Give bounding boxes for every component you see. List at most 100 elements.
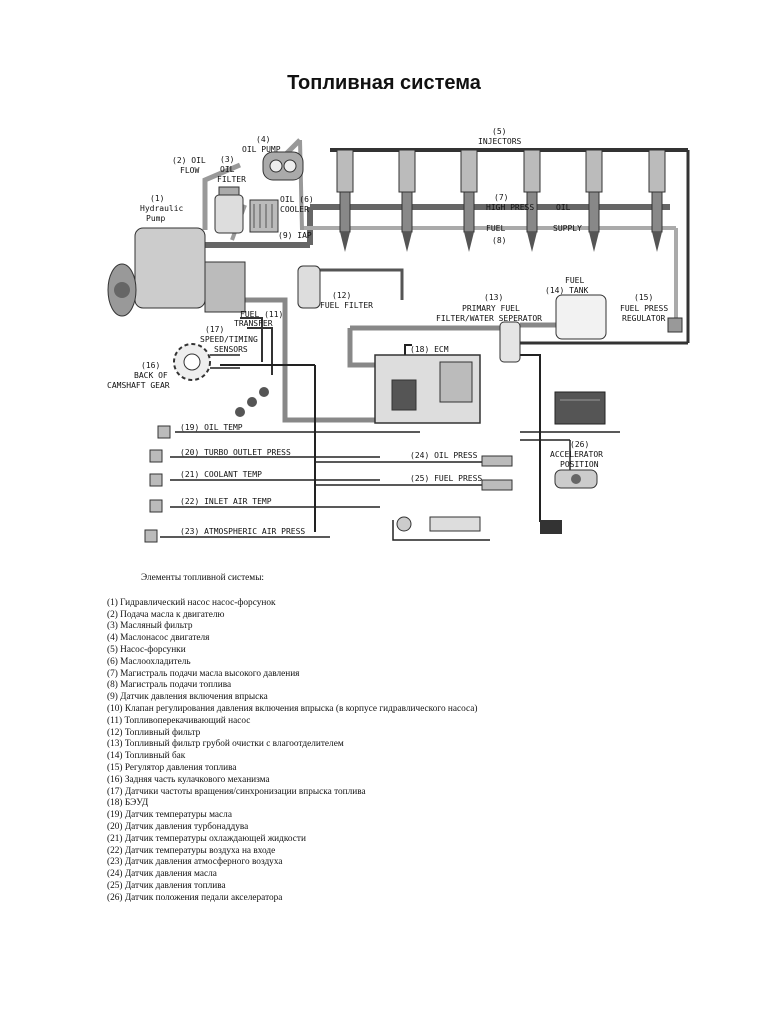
battery: [554, 391, 606, 425]
label-pump: Pump: [146, 214, 165, 223]
sensors: [144, 425, 562, 543]
label-flow: FLOW: [180, 166, 199, 175]
legend-item: (7) Магистраль подачи масла высокого дав…: [107, 668, 300, 679]
label-camshaft: CAMSHAFT GEAR: [107, 381, 170, 390]
injector: [648, 149, 666, 252]
label-transfer: TRANSFER: [234, 319, 273, 328]
legend-item: (18) БЭУД: [107, 798, 149, 809]
fuel-tank: [555, 294, 607, 340]
label-s19: (19) OIL TEMP: [180, 423, 243, 432]
oil-filter: [214, 186, 244, 234]
legend-item: (9) Датчик давления включения впрыска: [107, 692, 268, 703]
label-fuel-press: FUEL PRESS: [620, 304, 668, 313]
legend: Элементы топливной системы: (1) Гидравли…: [107, 573, 667, 905]
legend-item: (25) Датчик давления топлива: [107, 880, 226, 891]
label-c1: (1): [150, 194, 164, 203]
label-s24: (24) OIL PRESS: [410, 451, 478, 460]
label-primary: PRIMARY FUEL: [462, 304, 520, 313]
label-c15: (15): [634, 293, 653, 302]
legend-item: (1) Гидравлический насос насос-форсунок: [107, 597, 276, 608]
legend-item: (19) Датчик температуры масла: [107, 810, 232, 821]
label-s21: (21) COOLANT TEMP: [180, 470, 262, 479]
label-c3: (3): [220, 155, 234, 164]
legend-item: (14) Топливный бак: [107, 751, 186, 762]
label-injectors: INJECTORS: [478, 137, 522, 146]
injector: [523, 149, 541, 252]
legend-item: (2) Подача масла к двигателю: [107, 609, 225, 620]
label-s22: (22) INLET AIR TEMP: [180, 497, 272, 506]
legend-item: (16) Задняя часть кулачкового механизма: [107, 774, 270, 785]
sensor-wiring: [160, 344, 620, 541]
label-c16: (16): [141, 361, 160, 370]
label-c12: (12): [332, 291, 351, 300]
label-regulator: REGULATOR: [622, 314, 666, 323]
fuel-filter: [297, 265, 321, 309]
label-fuel-filter: FUEL FILTER: [320, 301, 373, 310]
legend-item: (24) Датчик давления масла: [107, 869, 217, 880]
legend-item: (26) Датчик положения педали акселератор…: [107, 892, 283, 903]
label-speed-timing: SPEED/TIMING: [200, 335, 258, 344]
label-fuel-tank-2: (14) TANK: [545, 286, 589, 295]
label-c6: OIL (6): [280, 195, 314, 204]
label-c8: (8): [492, 236, 506, 245]
injector: [585, 149, 603, 252]
legend-list: (1) Гидравлический насос насос-форсунок …: [107, 598, 667, 905]
injector: [336, 149, 354, 252]
label-filter-water: FILTER/WATER SEPERATOR: [436, 314, 542, 323]
legend-item: (8) Магистраль подачи топлива: [107, 680, 232, 691]
legend-item: (22) Датчик температуры воздуха на входе: [107, 845, 276, 856]
label-oil-pump: OIL PUMP: [242, 145, 281, 154]
label-accelerator: ACCELERATOR: [550, 450, 603, 459]
label-ecm: (18) ECM: [410, 345, 449, 354]
legend-item: (17) Датчики частоты вращения/синхрониза…: [107, 786, 366, 797]
label-c2: (2) OIL: [172, 156, 206, 165]
fuel-press-regulator: [667, 317, 683, 333]
legend-item: (23) Датчик давления атмосферного воздух…: [107, 857, 283, 868]
legend-item: (6) Маслоохладитель: [107, 656, 191, 667]
accelerator-pedal: [554, 469, 598, 489]
label-c13: (13): [484, 293, 503, 302]
legend-heading: Элементы топливной системы:: [141, 573, 265, 583]
legend-item: (13) Топливный фильтр грубой очистки с в…: [107, 739, 344, 750]
label-sensors: SENSORS: [214, 345, 248, 354]
label-c9: (9) IAP: [278, 231, 312, 240]
water-separator: [499, 321, 521, 363]
ecm: [374, 354, 481, 424]
legend-item: (4) Маслонасос двигателя: [107, 633, 210, 644]
label-c7: (7): [494, 193, 508, 202]
legend-item: (10) Клапан регулирования давления включ…: [107, 703, 478, 714]
camshaft-gear: [173, 343, 211, 381]
oil-cooler: [249, 199, 279, 233]
legend-item: (11) Топливоперекачивающий насос: [107, 715, 251, 726]
legend-item: (12) Топливный фильтр: [107, 727, 201, 738]
injector: [398, 149, 416, 252]
injectors: [336, 149, 666, 252]
speed-sensors: [235, 387, 269, 417]
label-s25: (25) FUEL PRESS: [410, 474, 482, 483]
oil-pump: [262, 151, 304, 181]
label-fuel-word: FUEL: [486, 224, 505, 233]
label-c5: (5): [492, 127, 506, 136]
legend-item: (15) Регулятор давления топлива: [107, 762, 237, 773]
label-s20: (20) TURBO OUTLET PRESS: [180, 448, 291, 457]
label-cooler: COOLER: [280, 205, 309, 214]
page-title: Топливная система: [287, 72, 481, 94]
label-supply: SUPPLY: [553, 224, 582, 233]
label-c26: (26): [570, 440, 589, 449]
label-filter: FILTER: [217, 175, 246, 184]
injector: [460, 149, 478, 252]
label-oil: OIL: [220, 165, 235, 174]
label-s23: (23) ATMOSPHERIC AIR PRESS: [180, 527, 305, 536]
legend-item: (5) Насос-форсунки: [107, 644, 186, 655]
label-fuel11: FUEL (11): [240, 310, 283, 319]
label-high-press: HIGH PRESS: [486, 203, 534, 212]
label-c4: (4): [256, 135, 270, 144]
label-fuel-tank-1: FUEL: [565, 276, 584, 285]
label-hydraulic: Hydraulic: [140, 204, 184, 213]
label-c17: (17): [205, 325, 224, 334]
legend-item: (3) Масляный фильтр: [107, 621, 193, 632]
legend-item: (21) Датчик температуры охлаждающей жидк…: [107, 833, 306, 844]
hydraulic-pump: [107, 227, 246, 317]
legend-item: (20) Датчик давления турбонаддува: [107, 821, 249, 832]
fuel-system-diagram: (1) Hydraulic Pump (2) OIL FLOW (3) OIL …: [107, 127, 690, 543]
